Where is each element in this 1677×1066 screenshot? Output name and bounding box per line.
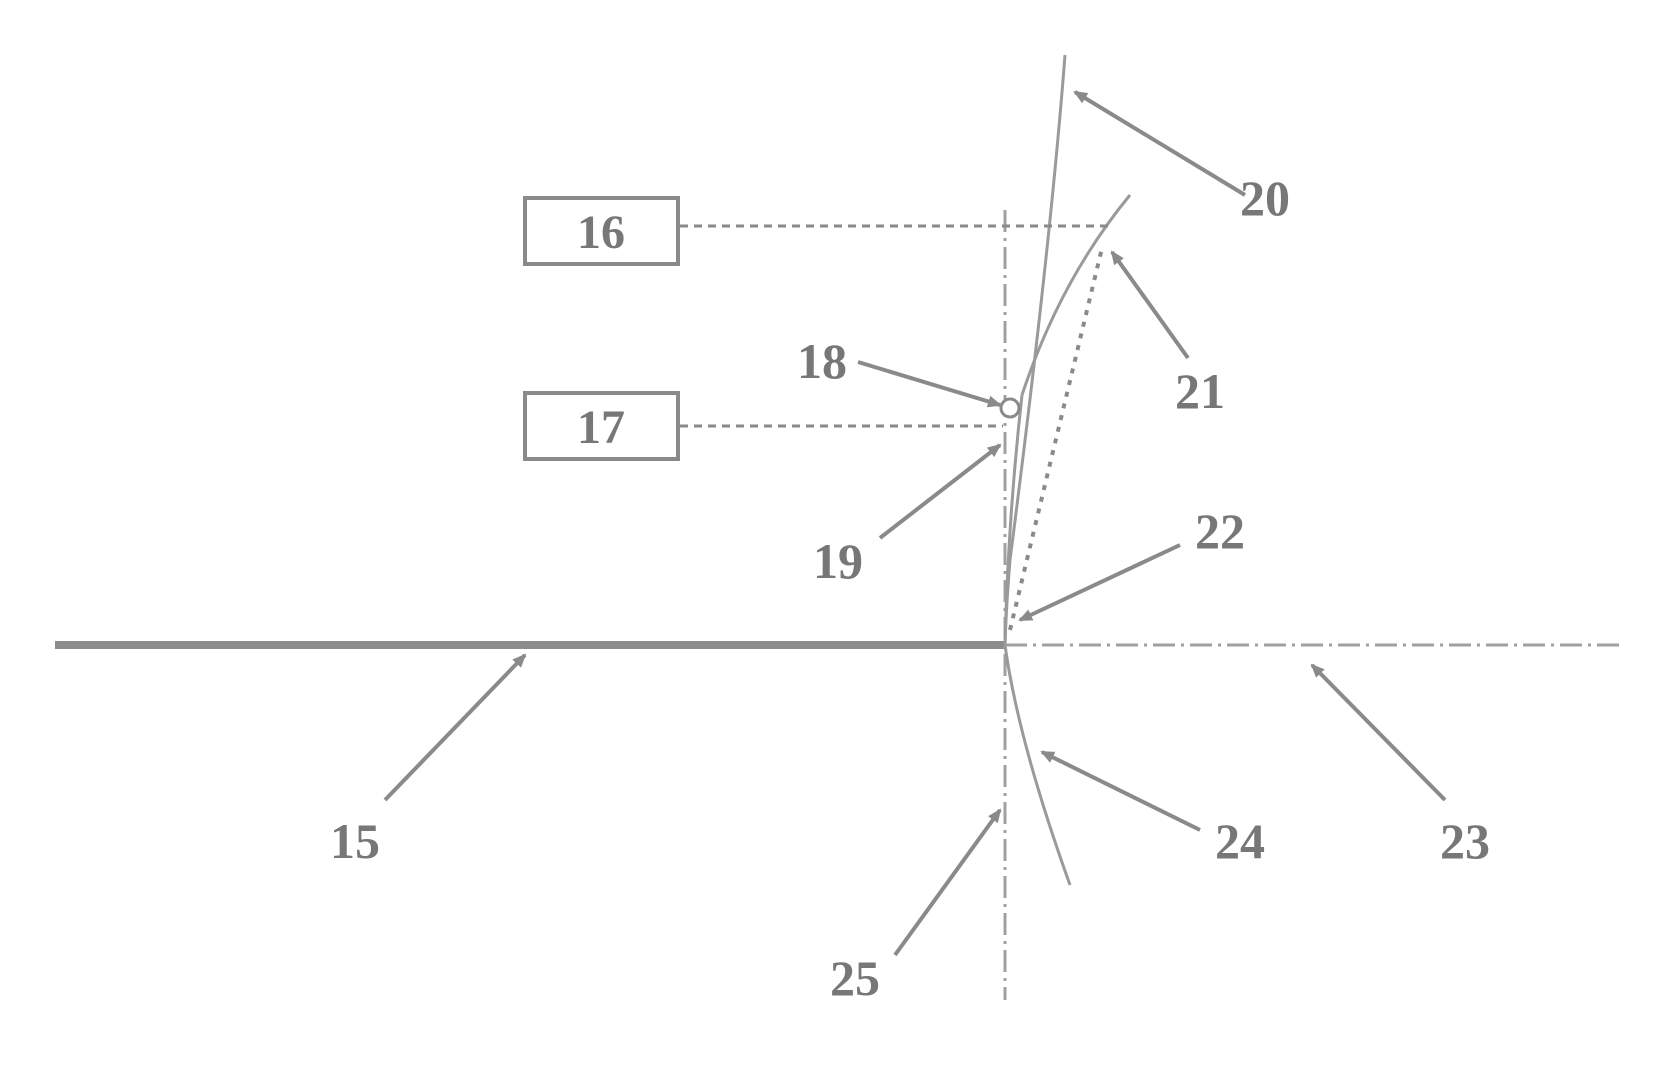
- arrow-21: [1112, 252, 1188, 358]
- label-23: 23: [1440, 813, 1490, 869]
- curve-19: [1005, 395, 1022, 645]
- arrow-15: [385, 655, 525, 800]
- arrow-22: [1020, 545, 1180, 620]
- label-20: 20: [1240, 170, 1290, 226]
- arrow-25: [895, 810, 1000, 955]
- box-16-label: 16: [577, 206, 625, 259]
- box-16: 16: [525, 198, 678, 264]
- curve-20: [1005, 55, 1065, 645]
- arrow-24: [1042, 752, 1200, 830]
- label-24: 24: [1215, 813, 1265, 869]
- box-17: 17: [525, 393, 678, 459]
- label-19: 19: [813, 533, 863, 589]
- label-22: 22: [1195, 503, 1245, 559]
- label-25: 25: [830, 950, 880, 1006]
- curve-24: [1005, 645, 1070, 885]
- label-21: 21: [1175, 363, 1225, 419]
- arrow-23: [1312, 665, 1445, 800]
- box-17-label: 17: [577, 401, 625, 454]
- point-18-marker: [1001, 399, 1019, 417]
- label-18: 18: [797, 333, 847, 389]
- arrow-20: [1075, 92, 1245, 195]
- label-15: 15: [330, 813, 380, 869]
- arrow-18: [858, 362, 1000, 405]
- arrow-19: [880, 445, 1000, 538]
